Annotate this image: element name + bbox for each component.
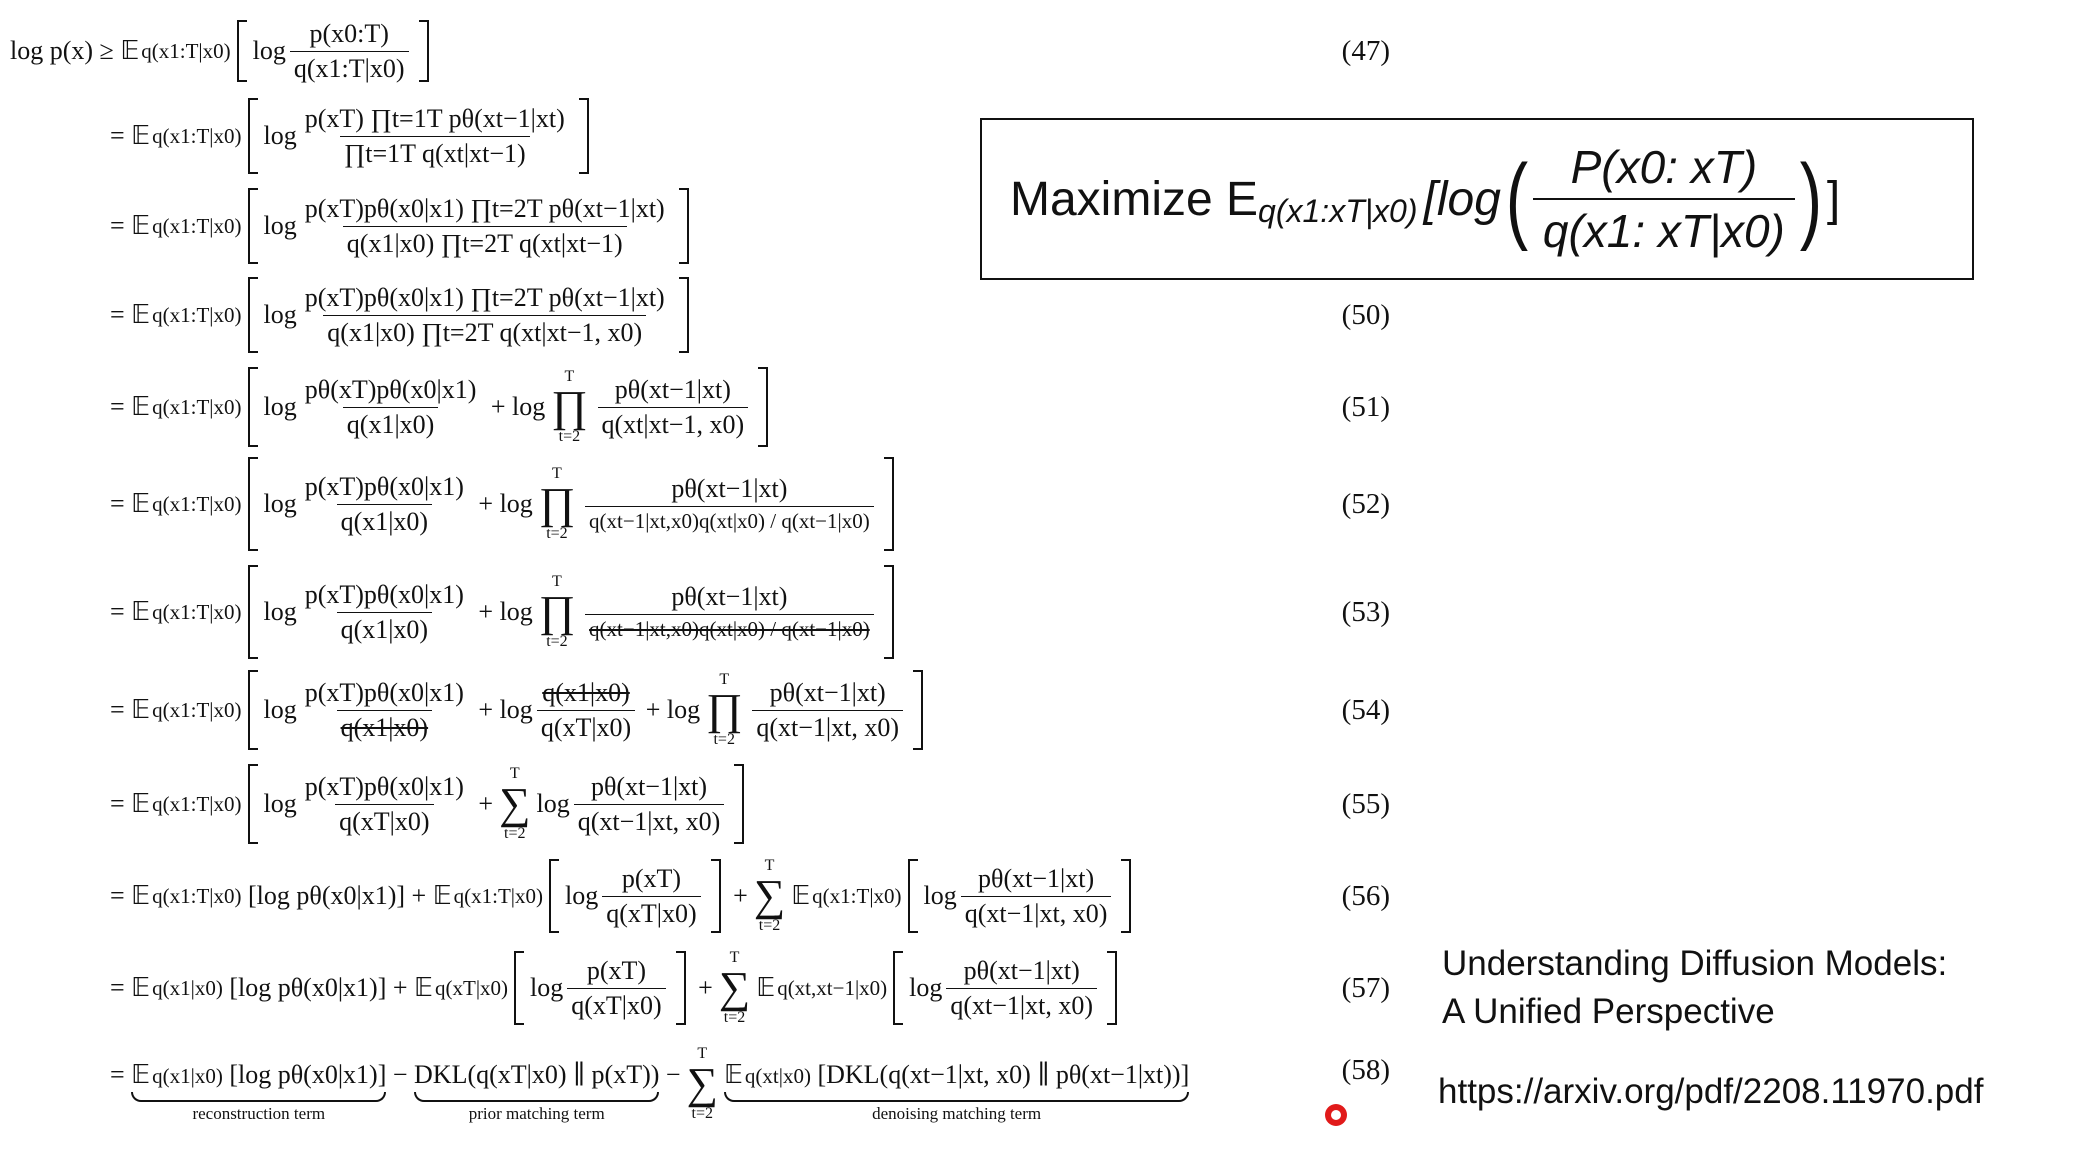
equation-number: (47): [1341, 34, 1390, 67]
reference-title: Understanding Diffusion Models: A Unifie…: [1442, 944, 1948, 1031]
prior-matching-term: DKL(q(xT|x0) ∥ p(xT)) prior matching ter…: [414, 1060, 660, 1123]
expectation-subscript: q(x1:T|x0): [141, 38, 231, 63]
reference-url[interactable]: https://arxiv.org/pdf/2208.11970.pdf: [1438, 1072, 1984, 1111]
denoising-matching-term: 𝔼q(xt|x0) [DKL(q(xt−1|xt, x0) ∥ pθ(xt−1|…: [723, 1060, 1190, 1123]
eq-lead: log p(x) ≥: [10, 36, 114, 65]
maximize-callout: Maximize E q(x1:xT|x0) [log ( P(x0: xT) …: [980, 118, 1974, 280]
cursor-pointer-icon: [1325, 1104, 1347, 1126]
equation-58: = 𝔼q(x1|x0) [log pθ(x0|x1)] reconstructi…: [110, 1045, 1390, 1124]
reconstruction-term: 𝔼q(x1|x0) [log pθ(x0|x1)] reconstruction…: [131, 1060, 387, 1123]
callout-fraction: P(x0: xT) q(x1: xT|x0): [1532, 140, 1795, 258]
